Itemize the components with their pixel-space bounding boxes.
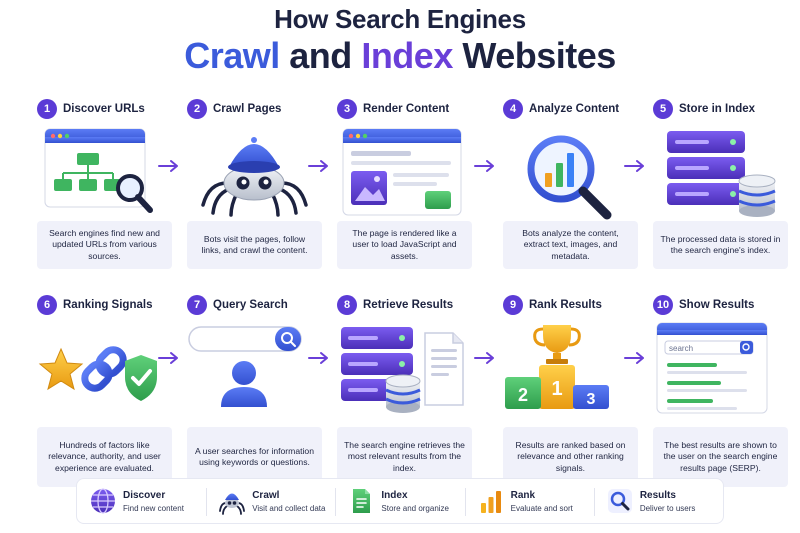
step-description: The page is rendered like a user to load… [337,221,472,269]
step-number: 10 [653,295,673,315]
step-description: Hundreds of factors like relevance, auth… [37,427,172,487]
step-number: 7 [187,295,207,315]
step-title: Render Content [363,103,450,115]
step-title: Crawl Pages [213,103,282,115]
step-description: Bots analyze the content, extract text, … [503,221,638,269]
title-line2: Crawl and Index Websites [0,38,800,74]
step-description: The processed data is stored in the sear… [653,221,788,269]
arrow-right-icon [624,352,644,364]
title-word-crawl: Crawl [184,35,280,76]
server-database-icon [667,131,776,217]
arrow-right-icon [158,160,178,172]
step-description: A user searches for information using ke… [187,427,322,487]
step-title: Show Results [679,299,755,311]
step-number: 3 [337,99,357,119]
podium-trophy-icon: 1 2 3 [505,325,609,409]
globe-icon [91,488,115,514]
title-word-index: Index [361,35,453,76]
step-number: 6 [37,295,57,315]
podium-third-label: 3 [587,391,596,408]
arrow-right-icon [474,352,494,364]
magnifier-chart-icon [527,135,612,220]
spider-icon [219,493,246,515]
step-number: 5 [653,99,673,119]
legend-title: Discover [123,489,166,501]
step-title: Query Search [213,299,288,311]
step-number: 1 [37,99,57,119]
bar-chart-icon [480,491,501,513]
step-description: The best results are shown to the user o… [653,427,788,487]
legend-sub: Evaluate and sort [510,503,573,513]
step-description: The search engine retrieves the most rel… [337,427,472,487]
step-title: Retrieve Results [363,299,454,311]
step-title: Discover URLs [63,103,145,115]
legend-title: Rank [510,489,536,501]
step-title: Store in Index [679,103,756,115]
arrow-right-icon [624,160,644,172]
spider-robot-icon [201,137,308,217]
legend-sub: Find new content [123,503,184,513]
document-icon [353,489,371,513]
step-description: Search engines find new and updated URLs… [37,221,172,269]
legend-sub: Store and organize [381,503,450,513]
serp-search-text: search [669,344,693,353]
step-description: Bots visit the pages, follow links, and … [187,221,322,269]
legend-title: Crawl [252,489,280,501]
rendered-page-icon [342,128,462,216]
step-title: Ranking Signals [63,299,153,311]
star-link-shield-icon [38,346,157,401]
arrow-right-icon [158,352,178,364]
legend-title: Results [639,489,676,501]
arrow-right-icon [308,352,328,364]
sitemap-browser-magnifier-icon [44,128,153,213]
legend-sub: Visit and collect data [252,503,326,513]
step-title: Analyze Content [529,103,620,115]
arrow-right-icon [474,160,494,172]
search-bar-user-icon [188,326,302,407]
legend-sub: Deliver to users [639,503,696,513]
title-word-and: and [289,35,352,76]
search-icon [607,489,632,513]
step-title: Rank Results [529,299,602,311]
title-line1: How Search Engines [274,4,526,34]
serp-browser-icon: search [656,322,768,414]
step-number: 2 [187,99,207,119]
step-number: 8 [337,295,357,315]
step-number: 4 [503,99,523,119]
server-document-icon [341,327,464,413]
page-title: How Search Engines Crawl and Index Websi… [0,6,800,74]
podium-first-label: 1 [551,378,562,400]
legend-title: Index [381,489,408,501]
step-description: Results are ranked based on relevance an… [503,427,638,487]
podium-second-label: 2 [518,385,528,405]
step-number: 9 [503,295,523,315]
title-word-websites: Websites [462,35,616,76]
arrow-right-icon [308,160,328,172]
